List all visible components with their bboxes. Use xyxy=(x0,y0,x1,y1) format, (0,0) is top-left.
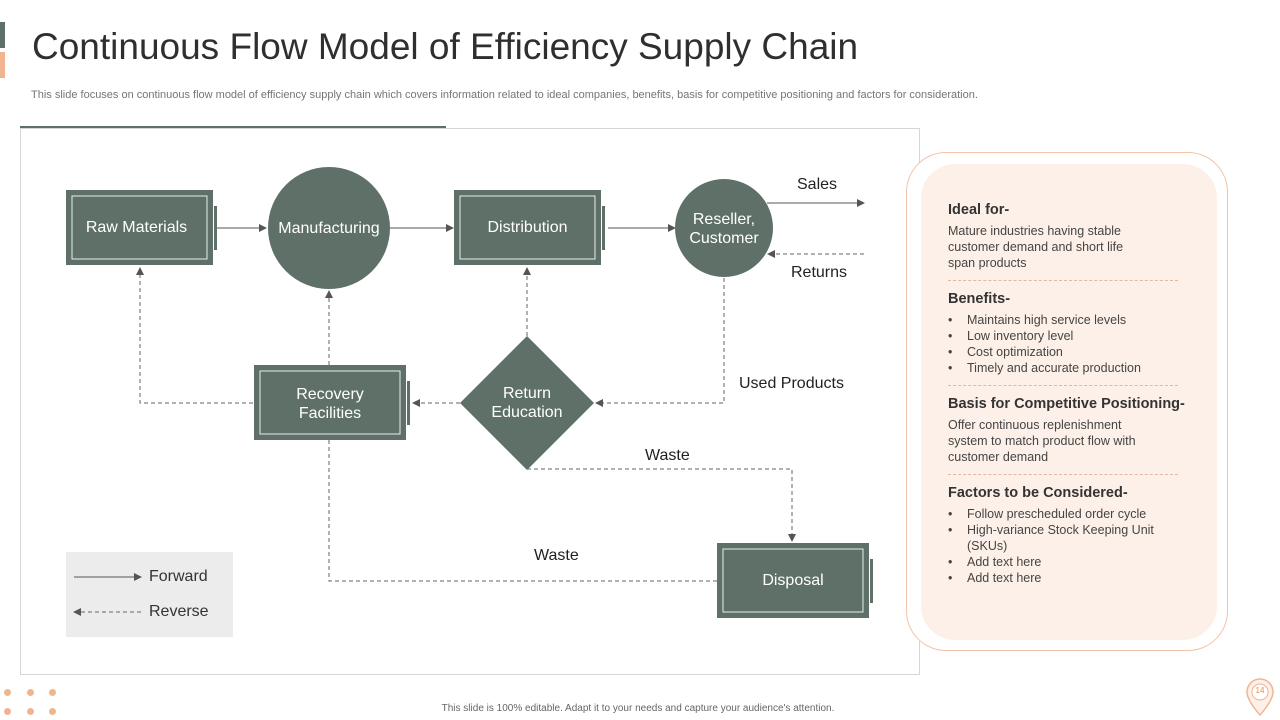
node-label-distribution: Distribution xyxy=(487,219,568,236)
decorative-dot xyxy=(49,708,56,715)
connector-reseller-to-education xyxy=(595,278,725,407)
section-heading-benefits: Benefits- xyxy=(948,291,1011,307)
decorative-dot xyxy=(27,689,34,696)
info-panel-content: Ideal for- Mature industries having stab… xyxy=(948,202,1198,586)
page-subtitle: This slide focuses on continuous flow mo… xyxy=(31,89,978,101)
node-return-education xyxy=(460,336,594,470)
node-label-manufacturing: Manufacturing xyxy=(278,219,380,237)
page-number: 14 xyxy=(1255,686,1265,695)
section-divider xyxy=(948,280,1178,281)
decorative-dot xyxy=(4,708,11,715)
node-label-disposal: Disposal xyxy=(762,572,824,589)
section-heading-basis: Basis for Competitive Positioning- xyxy=(948,396,1185,412)
footer-note: This slide is 100% editable. Adapt it to… xyxy=(441,703,835,714)
node-reseller xyxy=(675,179,773,277)
flow-label-sales: Sales xyxy=(797,176,838,193)
legend xyxy=(66,552,233,637)
section-ideal-for: Ideal for- Mature industries having stab… xyxy=(948,202,1198,271)
list-item: Low inventory level xyxy=(948,328,1198,344)
node-recovery-facilities xyxy=(254,365,410,440)
page-title: Continuous Flow Model of Efficiency Supp… xyxy=(32,26,859,67)
flow-label-returns: Returns xyxy=(791,264,848,281)
list-item: Maintains high service levels xyxy=(948,312,1198,328)
list-item: Add text here xyxy=(948,554,1163,570)
node-label-reseller: Reseller, Customer xyxy=(689,211,759,247)
list-item: High-variance Stock Keeping Unit (SKUs) xyxy=(948,522,1163,554)
list-item: Cost optimization xyxy=(948,344,1198,360)
connector-recovery-to-disposal xyxy=(328,440,717,582)
flow-label-waste-upper: Waste xyxy=(645,447,690,464)
flow-label-waste-lower: Waste xyxy=(534,547,579,564)
accent-bar-dark xyxy=(0,22,5,48)
node-label-recovery: Recovery Facilities xyxy=(296,386,364,422)
connector-recovery-to-raw xyxy=(136,267,253,404)
list-item: Timely and accurate production xyxy=(948,360,1198,376)
section-divider xyxy=(948,474,1178,475)
section-text-basis: Offer continuous replenishment system to… xyxy=(948,418,1136,464)
accent-bar-orange xyxy=(0,52,5,78)
legend-reverse-label: Reverse xyxy=(149,603,209,620)
section-divider xyxy=(948,385,1178,386)
decorative-dot xyxy=(27,708,34,715)
node-distribution xyxy=(454,190,605,265)
node-manufacturing xyxy=(268,167,390,289)
node-label-raw-materials: Raw Materials xyxy=(85,219,188,236)
decorative-dot xyxy=(4,689,11,696)
section-heading-factors: Factors to be Considered- xyxy=(948,485,1128,501)
section-heading-ideal-for: Ideal for- xyxy=(948,202,1010,218)
node-raw-materials xyxy=(66,190,217,265)
legend-forward-label: Forward xyxy=(149,568,208,585)
node-disposal xyxy=(717,543,873,618)
node-label-return-education: Return Education xyxy=(491,385,563,421)
list-item: Follow prescheduled order cycle xyxy=(948,506,1163,522)
section-factors: Factors to be Considered- Follow presche… xyxy=(948,485,1198,586)
flow-label-used-products: Used Products xyxy=(739,375,844,392)
page-marker-icon xyxy=(1246,678,1274,717)
section-text-ideal-for: Mature industries having stable customer… xyxy=(948,224,1124,270)
section-benefits: Benefits- Maintains high service levels … xyxy=(948,291,1198,376)
list-item: Add text here xyxy=(948,570,1163,586)
section-basis: Basis for Competitive Positioning- Offer… xyxy=(948,396,1198,465)
decorative-dots xyxy=(4,688,64,720)
decorative-dot xyxy=(49,689,56,696)
